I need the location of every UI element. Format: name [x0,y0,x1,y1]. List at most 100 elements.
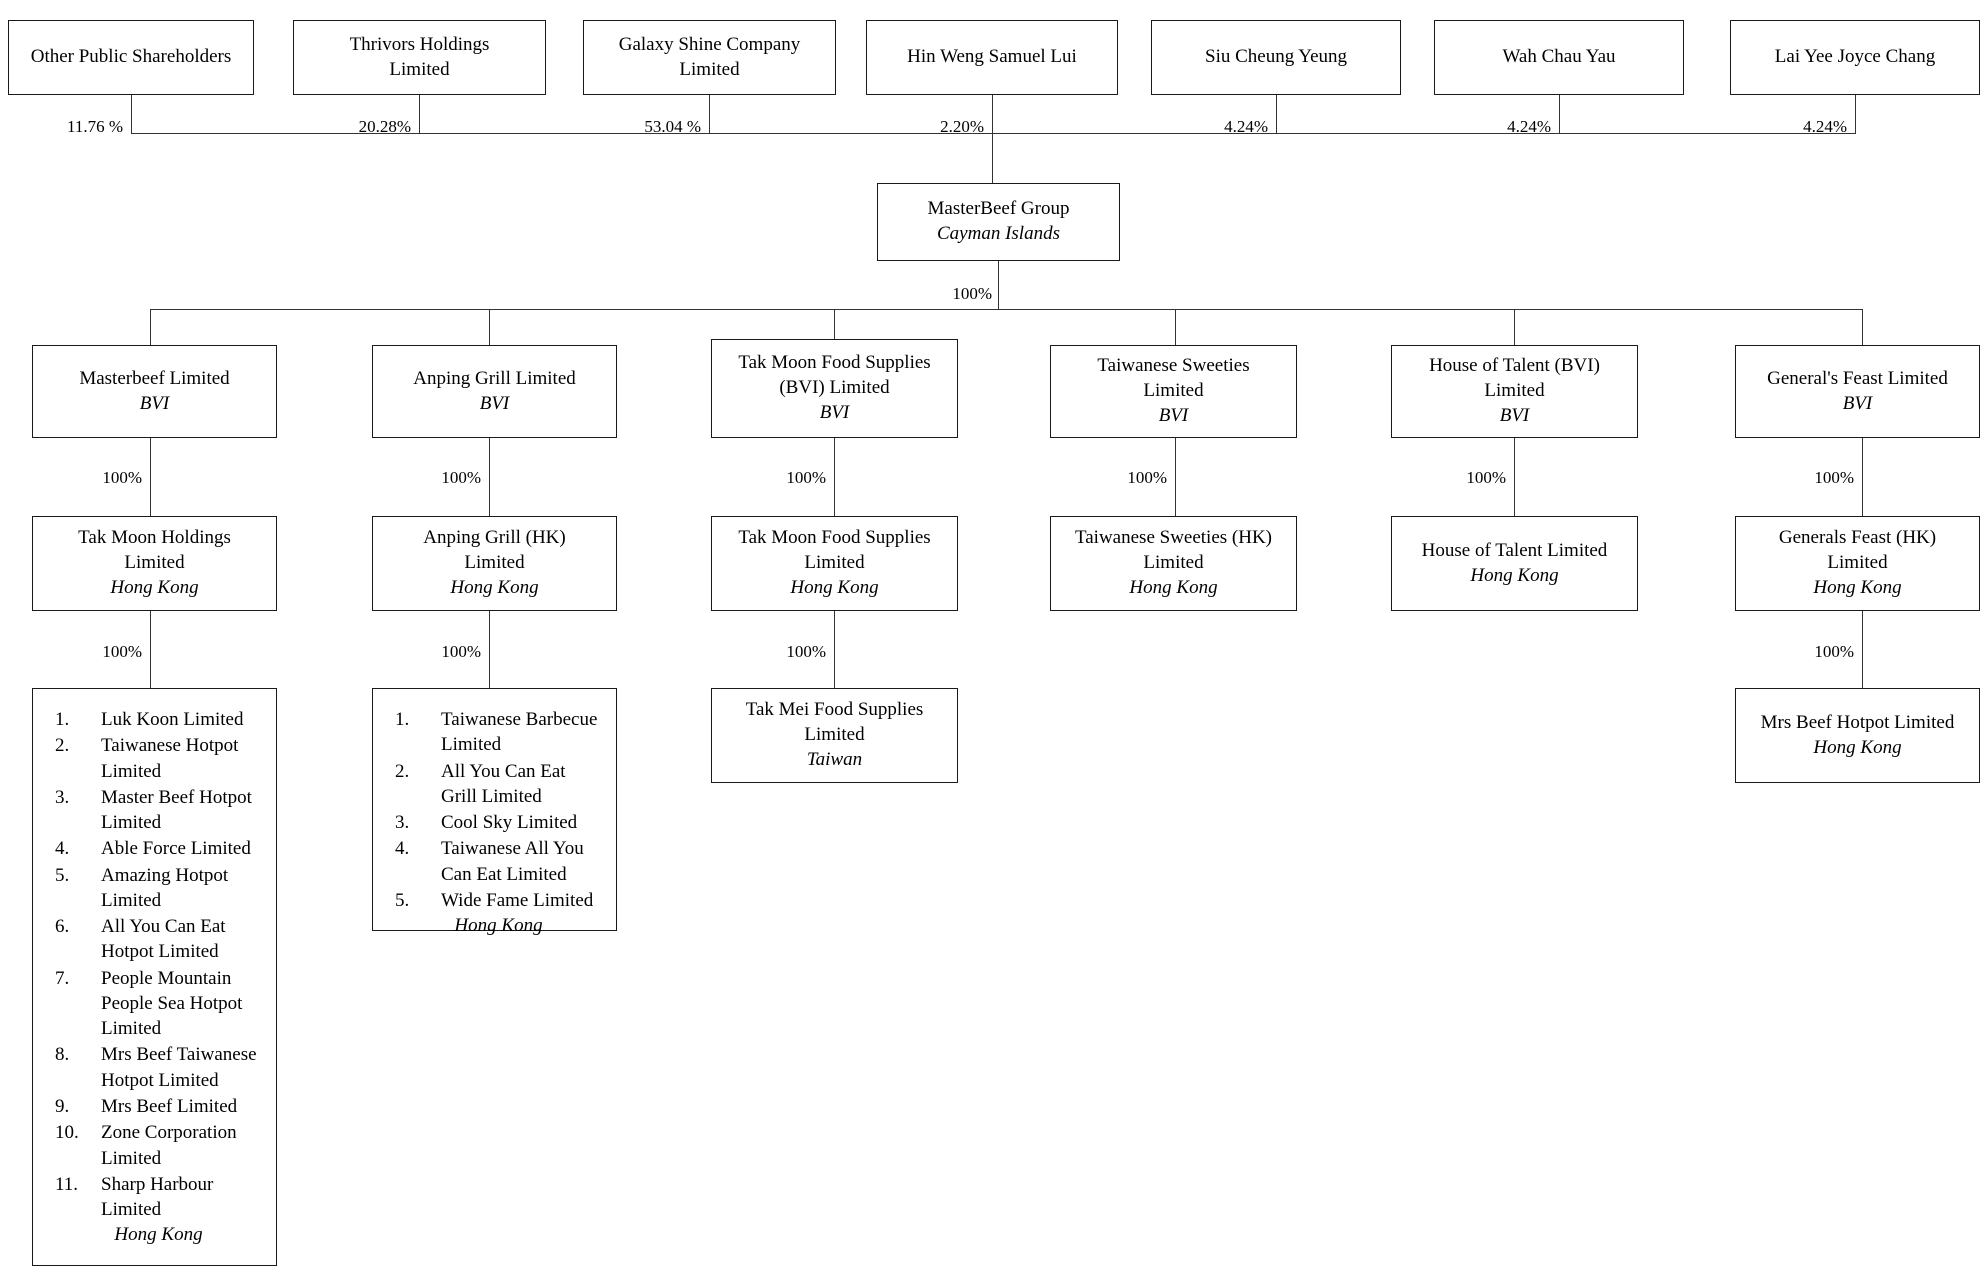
parent-box-masterbeef-group[interactable]: MasterBeef Group Cayman Islands [877,183,1120,261]
connector-bus-to-parent [992,133,994,183]
hk-name-line2: Limited [1827,552,1888,574]
subsidiary-box-tak-moon-food-supplies-bvi[interactable]: Tak Moon Food Supplies (BVI) Limited BVI [711,339,958,438]
pct-label-sub3-child: 100% [1127,468,1167,487]
list-item: Taiwanese Barbecue Limited [395,707,598,756]
pct-label-parent-to-subs: 100% [952,284,992,303]
shareholder-box-other-public[interactable]: Other Public Shareholders [8,20,254,95]
connector-bus-to-sub-5 [1862,309,1864,345]
shareholder-name-line1: Thrivors Holdings [349,33,490,55]
connector-sub5-to-child [1862,438,1864,516]
hk-box-anping-grill-hk[interactable]: Anping Grill (HK) Limited Hong Kong [372,516,617,611]
hk-box-tak-moon-holdings[interactable]: Tak Moon Holdings Limited Hong Kong [32,516,277,611]
connector-hk1-to-list [489,611,491,688]
hk-jurisdiction: Hong Kong [790,576,879,598]
parent-jurisdiction: Cayman Islands [937,223,1060,244]
hk-name-line1: House of Talent Limited [1421,539,1608,561]
subsidiary-jurisdiction: BVI [1842,392,1873,414]
connector-sub4-to-child [1514,438,1516,516]
leaf-name-line1: Mrs Beef Hotpot Limited [1760,711,1955,733]
shareholder-name: Lai Yee Joyce Chang [1774,46,1936,68]
subsidiary-name-line1: General's Feast Limited [1767,367,1948,389]
subsidiary-box-taiwanese-sweeties-limited[interactable]: Taiwanese Sweeties Limited BVI [1050,345,1297,438]
connector-subsidiary-bus [150,309,1862,311]
list-item: Amazing Hotpot Limited [55,863,229,911]
list-item: Luk Koon Limited [55,707,244,733]
leaf-list-items: Taiwanese Barbecue Limited All You Can E… [383,707,606,913]
pct-label-thrivors: 20.28% [358,117,411,136]
shareholder-box-wah-chau-yau[interactable]: Wah Chau Yau [1434,20,1684,95]
connector-bus-to-sub-4 [1514,309,1516,345]
leaf-list-jurisdiction: Hong Kong [114,1224,203,1246]
hk-box-house-of-talent[interactable]: House of Talent Limited Hong Kong [1391,516,1638,611]
subsidiary-jurisdiction: BVI [479,392,510,414]
shareholder-box-lai-yee-joyce-chang[interactable]: Lai Yee Joyce Chang [1730,20,1980,95]
pct-label-hin-weng-samuel-lui: 2.20% [940,117,984,136]
pct-label-sub0-child: 100% [102,468,142,487]
shareholder-name: Other Public Shareholders [30,46,232,68]
subsidiary-box-anping-grill-limited[interactable]: Anping Grill Limited BVI [372,345,617,438]
shareholder-name: Siu Cheung Yeung [1205,46,1347,68]
hk-jurisdiction: Hong Kong [450,576,539,598]
leaf-list-masterbeef-subsidiaries[interactable]: Luk Koon Limited Taiwanese Hotpot Limite… [32,688,277,1266]
pct-label-galaxy-shine: 53.04 % [644,117,701,136]
shareholder-box-galaxy-shine[interactable]: Galaxy Shine Company Limited [583,20,836,95]
leaf-list-anping-subsidiaries[interactable]: Taiwanese Barbecue Limited All You Can E… [372,688,617,936]
subsidiary-box-house-of-talent-bvi[interactable]: House of Talent (BVI) Limited BVI [1391,345,1638,438]
hk-name-line2: Limited [1143,552,1204,574]
hk-box-tak-moon-food-supplies[interactable]: Tak Moon Food Supplies Limited Hong Kong [711,516,958,611]
list-item: All You Can Eat Grill Limited [395,759,566,807]
subsidiary-name-line2: (BVI) Limited [779,377,890,399]
list-item: Zone Corporation Limited [55,1120,237,1169]
connector-shareholder-bus [131,133,1856,135]
leaf-box-tak-mei-food-supplies[interactable]: Tak Mei Food Supplies Limited Taiwan [711,688,958,783]
connector-shareholder-2 [709,95,711,133]
subsidiary-box-masterbeef-limited[interactable]: Masterbeef Limited BVI [32,345,277,438]
connector-shareholder-5 [1559,95,1561,133]
connector-parent-stem [998,261,1000,309]
shareholder-name: Hin Weng Samuel Lui [907,46,1077,68]
subsidiary-name-line1: House of Talent (BVI) [1429,355,1600,377]
connector-shareholder-0 [131,95,133,133]
subsidiary-jurisdiction: BVI [1499,404,1530,426]
pct-label-siu-cheung-yeung: 4.24% [1224,117,1268,136]
list-item: Wide Fame Limited [395,888,594,914]
leaf-jurisdiction: Taiwan [806,748,863,770]
pct-label-other-public: 11.76 % [66,117,123,136]
connector-shareholder-1 [419,95,421,133]
pct-label-tak-mei: 100% [786,642,826,661]
hk-name-line2: Limited [124,552,185,574]
subsidiary-box-generals-feast-limited[interactable]: General's Feast Limited BVI [1735,345,1980,438]
parent-name: MasterBeef Group [927,198,1070,220]
hk-jurisdiction: Hong Kong [110,576,199,598]
pct-label-sub4-child: 100% [1466,468,1506,487]
connector-shareholder-6 [1855,95,1857,133]
hk-jurisdiction: Hong Kong [1813,576,1902,598]
shareholder-box-thrivors[interactable]: Thrivors Holdings Limited [293,20,546,95]
connector-bus-to-sub-0 [150,309,152,345]
shareholder-box-hin-weng-samuel-lui[interactable]: Hin Weng Samuel Lui [866,20,1118,95]
list-item: All You Can Eat Hotpot Limited [55,914,226,963]
list-item: Taiwanese Hotpot Limited [55,733,239,782]
list-item: Sharp Harbour Limited [55,1172,214,1221]
list-item: People Mountain People Sea Hotpot Limite… [55,966,243,1040]
subsidiary-name-line1: Taiwanese Sweeties [1097,355,1250,377]
leaf-jurisdiction: Hong Kong [1813,736,1902,758]
pct-label-lai-yee-joyce-chang: 4.24% [1803,117,1847,136]
hk-name-line2: Limited [464,552,525,574]
pct-label-mrs-beef-hotpot: 100% [1814,642,1854,661]
hk-name-line1: Anping Grill (HK) [423,527,566,549]
subsidiary-name-line1: Anping Grill Limited [413,367,576,389]
pct-label-masterbeef-list: 100% [102,642,142,661]
connector-shareholder-3 [992,95,994,133]
shareholder-box-siu-cheung-yeung[interactable]: Siu Cheung Yeung [1151,20,1401,95]
connector-sub0-to-child [150,438,152,516]
shareholder-name-line1: Galaxy Shine Company [618,33,801,55]
pct-label-sub1-child: 100% [441,468,481,487]
hk-jurisdiction: Hong Kong [1129,576,1218,598]
hk-box-generals-feast-hk[interactable]: Generals Feast (HK) Limited Hong Kong [1735,516,1980,611]
leaf-box-mrs-beef-hotpot[interactable]: Mrs Beef Hotpot Limited Hong Kong [1735,688,1980,783]
list-item: Taiwanese All You Can Eat Limited [395,836,584,885]
leaf-name-line1: Tak Mei Food Supplies [745,699,924,721]
hk-box-taiwanese-sweeties-hk[interactable]: Taiwanese Sweeties (HK) Limited Hong Kon… [1050,516,1297,611]
subsidiary-jurisdiction: BVI [1158,404,1189,426]
